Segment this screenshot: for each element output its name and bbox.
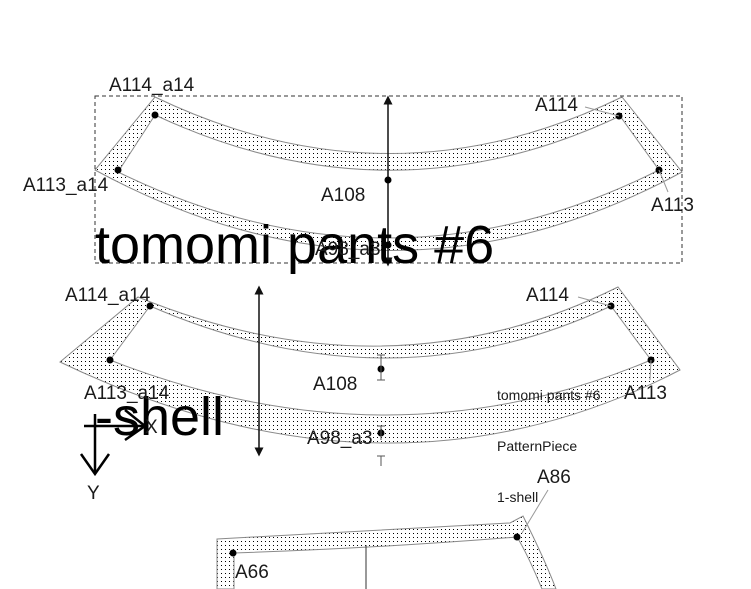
label-A66: A66 [235,562,269,583]
lower-pattern-piece[interactable] [216,489,557,589]
point-A98_a3[interactable] [384,241,392,249]
piece-title: tomomi pants #6 -shell [95,100,494,504]
label-A98_a3: A98_a3 [307,428,373,449]
label-A108: A108 [313,374,358,395]
leader-line [584,106,620,117]
label-A114: A114 [526,285,569,306]
passmark-marks [377,354,385,466]
axis-y-label: Y [87,483,100,504]
label-A98_a3: A98_a3 [315,239,381,260]
point-A114_a14[interactable] [146,302,154,310]
axis-x-label: X [145,417,158,438]
piece-info-line-2: PatternPiece [497,438,578,454]
point-A114_a14[interactable] [151,111,159,119]
label-A114_a14: A114_a14 [65,285,151,306]
point-A113_a14[interactable] [114,166,122,174]
leader-line [658,169,669,193]
label-A108: A108 [321,185,366,206]
piece-info-line-1: tomomi pants #6 [497,387,601,403]
axis-indicator [79,409,148,477]
piece-info-line-3: 1-shell [497,489,539,505]
leader-line [521,489,549,534]
piece-title-line-1: tomomi pants #6 [95,215,495,275]
piece-info-label: tomomi pants #6 PatternPiece 1-shell [497,353,601,523]
selected-pattern-piece[interactable] [94,95,683,267]
label-A86: A86 [537,467,571,488]
point-A113_a14[interactable] [106,356,114,364]
leader-line [649,359,652,381]
label-A114: A114 [535,95,578,116]
selection-box [94,95,683,264]
label-A114_a14: A114_a14 [109,75,195,96]
piece-title-line-2: -shell [95,387,225,447]
label-A113_a14: A113_a14 [84,383,170,404]
point-A108[interactable] [384,176,392,184]
point-A66[interactable] [229,549,237,557]
label-A113: A113 [651,195,694,216]
point-A86[interactable] [513,533,521,541]
leader-line [577,296,612,307]
pattern-piece-copy[interactable] [59,285,681,466]
label-A113: A113 [624,383,667,404]
label-A113_a14: A113_a14 [23,175,109,196]
